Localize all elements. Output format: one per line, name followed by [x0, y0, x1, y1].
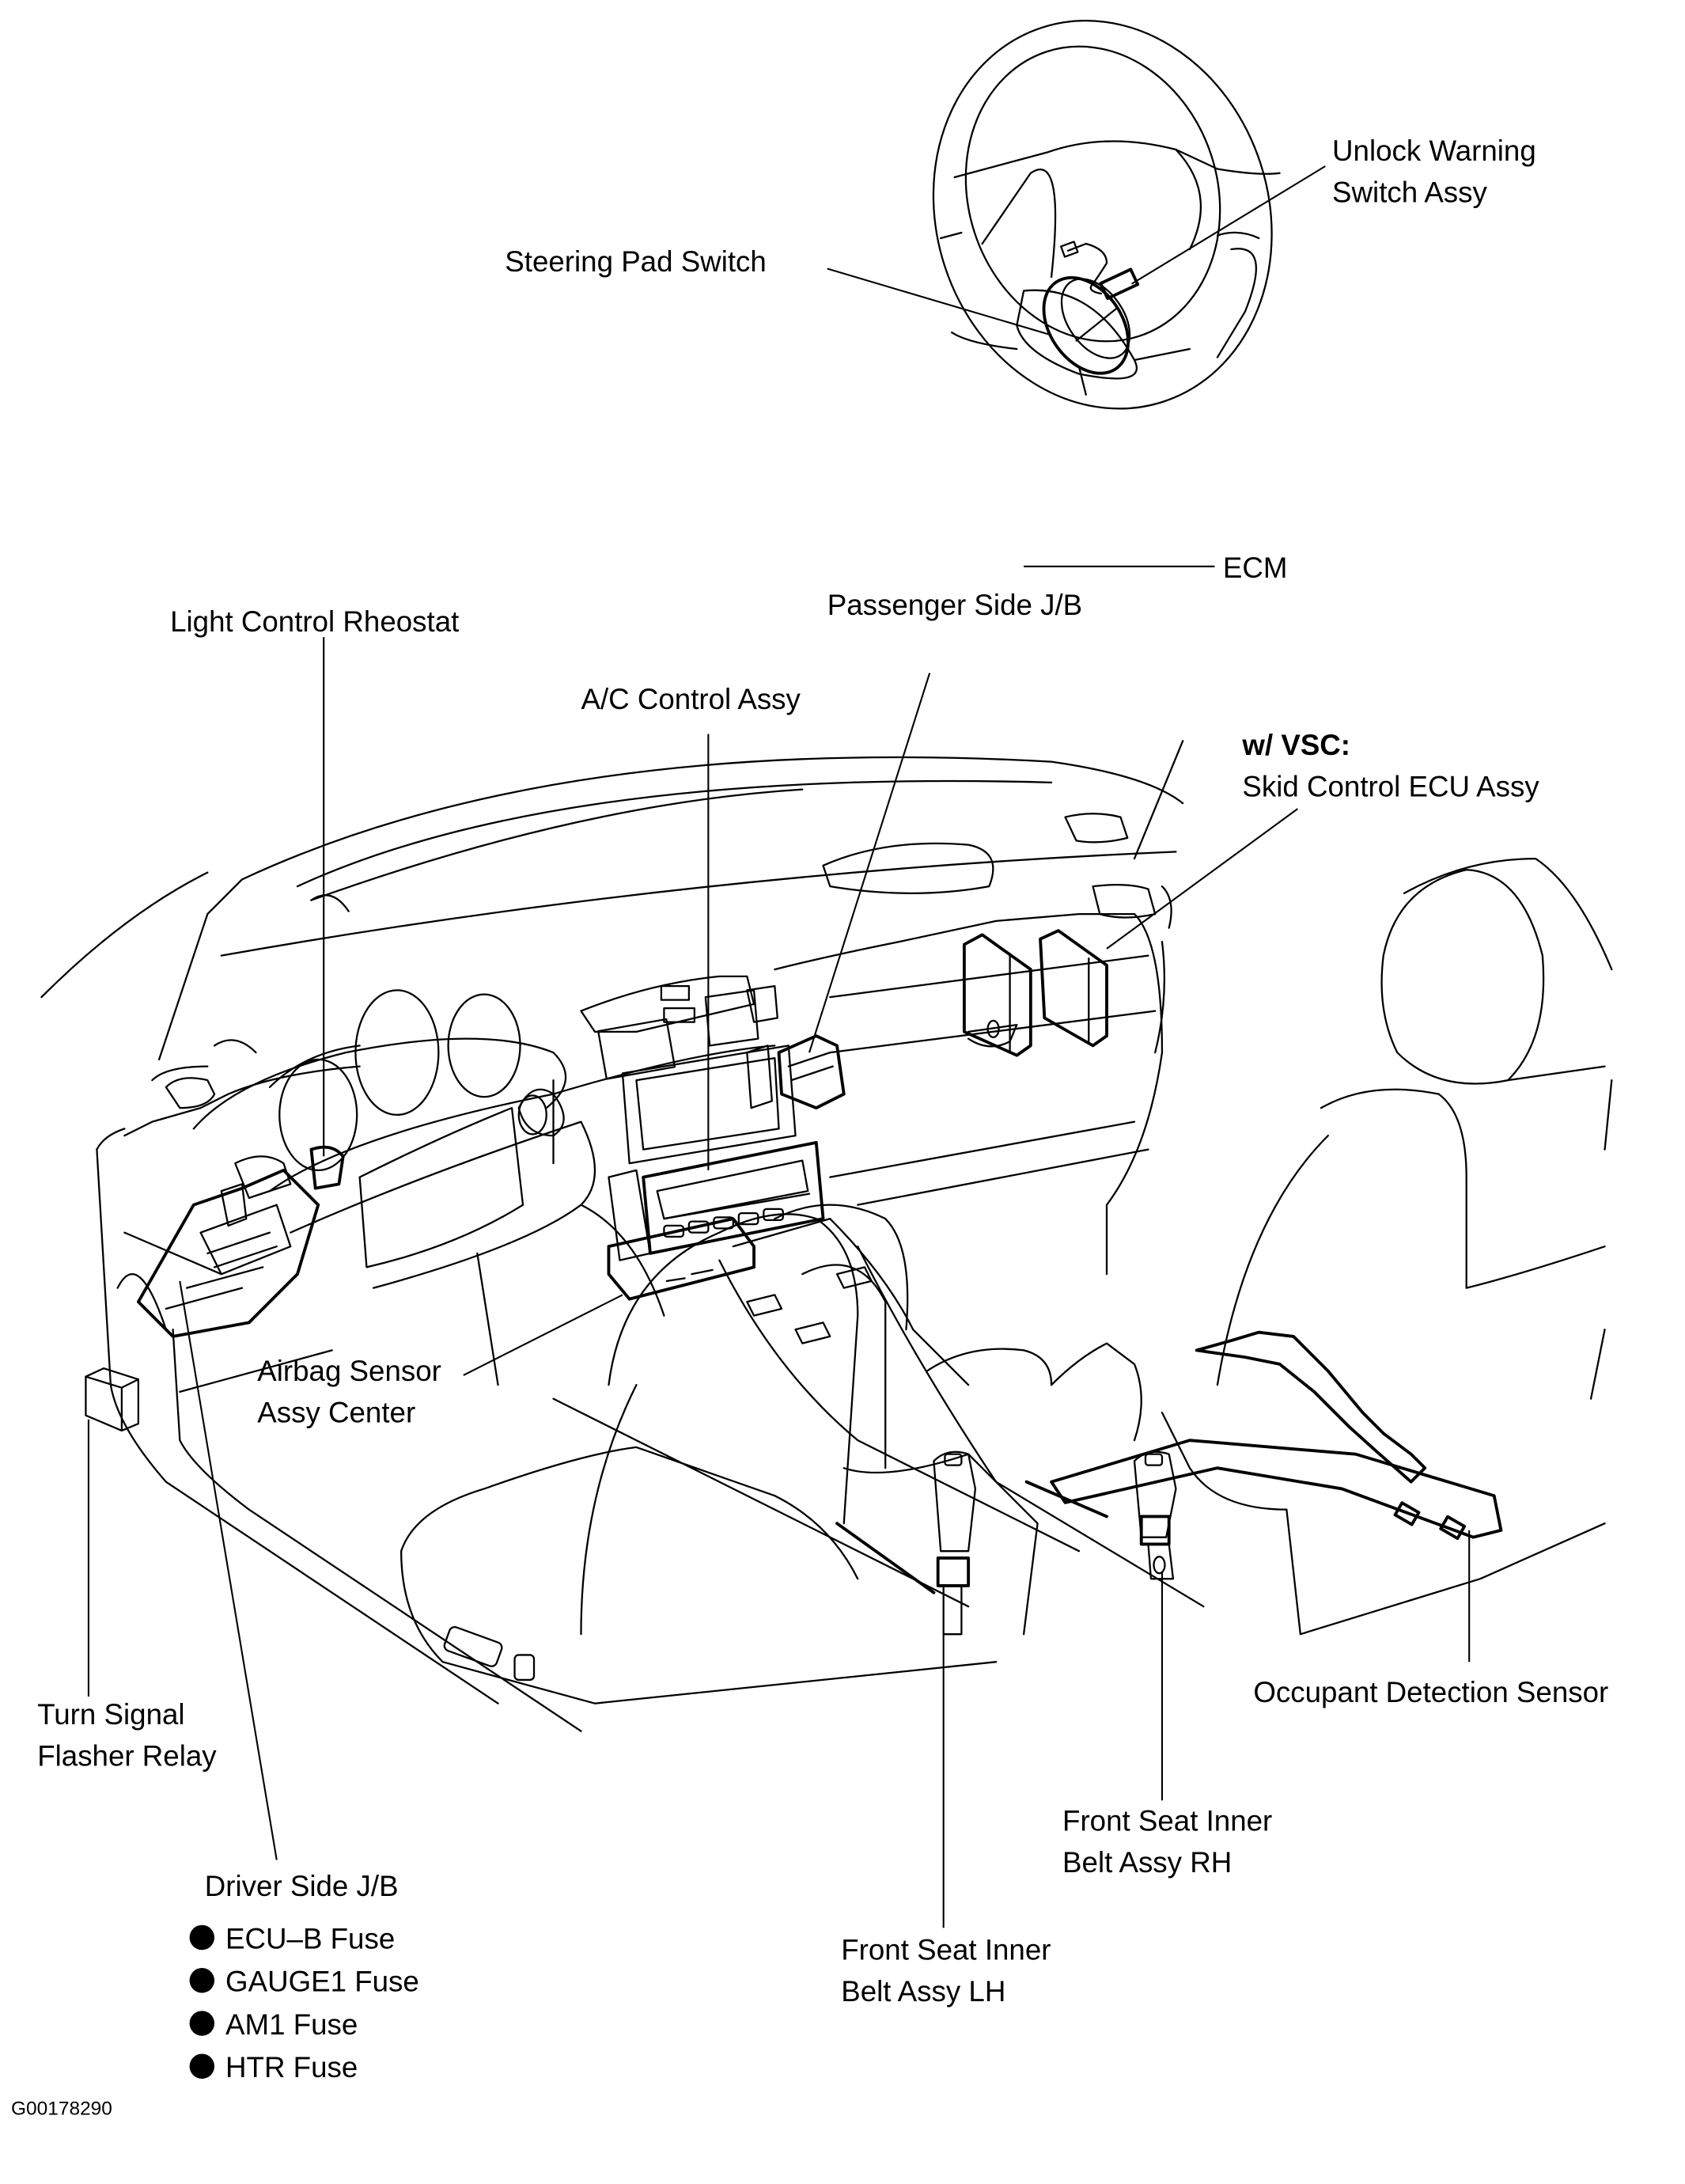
turn-signal-flasher-relay-part: [85, 1367, 140, 1432]
label-airbag-sensor-line2: Assy Center: [257, 1396, 415, 1428]
steering-wheel-illustration: [932, 20, 1281, 410]
fuse-list: ECU–B Fuse GAUGE1 Fuse AM1 Fuse HTR Fuse: [189, 1922, 419, 2084]
label-ecm: ECM: [1223, 552, 1288, 584]
leader-lines: [87, 165, 1471, 1928]
unlock-warning-switch-part: [1060, 241, 1140, 301]
filled-circle-bullet-icon: [189, 2053, 215, 2079]
fuse-item: ECU–B Fuse: [225, 1922, 395, 1955]
label-belt-rh-line2: Belt Assy RH: [1062, 1846, 1232, 1879]
label-driver-side-jb: Driver Side J/B: [205, 1870, 399, 1902]
front-seat-inner-belt-rh-part: [1024, 1450, 1177, 1580]
label-turn-signal-line1: Turn Signal: [37, 1698, 184, 1731]
vehicle-interior-illustration: [40, 740, 1613, 1732]
fuse-item: AM1 Fuse: [225, 2008, 358, 2041]
skid-control-ecu-part: [1039, 929, 1108, 1048]
filled-circle-bullet-icon: [189, 1924, 215, 1951]
label-passenger-side-jb: Passenger Side J/B: [827, 589, 1082, 621]
occupant-detection-sensor-part: [1050, 1330, 1503, 1541]
label-turn-signal-line2: Flasher Relay: [37, 1739, 217, 1772]
label-belt-lh-line1: Front Seat Inner: [841, 1933, 1051, 1966]
fuse-item: GAUGE1 Fuse: [225, 1966, 419, 1998]
filled-circle-bullet-icon: [189, 1967, 215, 1993]
front-seat-inner-belt-lh-part: [835, 1450, 977, 1636]
ecm-part: [962, 933, 1032, 1057]
label-steering-pad-switch: Steering Pad Switch: [505, 245, 767, 278]
figure-id: G00178290: [11, 2098, 112, 2119]
label-light-control-rheostat: Light Control Rheostat: [170, 605, 459, 638]
label-vsc-condition: w/ VSC:: [1241, 729, 1350, 761]
label-ac-control-assy: A/C Control Assy: [581, 683, 801, 715]
steering-pad-switch-part: [1042, 275, 1131, 375]
label-skid-control-ecu: Skid Control ECU Assy: [1242, 770, 1539, 802]
filled-circle-bullet-icon: [189, 2011, 215, 2036]
label-airbag-sensor-line1: Airbag Sensor: [257, 1355, 441, 1387]
label-occupant-detection-sensor: Occupant Detection Sensor: [1253, 1676, 1608, 1708]
label-unlock-warning-line1: Unlock Warning: [1332, 135, 1536, 167]
driver-side-jb-part: [136, 1145, 345, 1338]
label-unlock-warning-line2: Switch Assy: [1332, 176, 1487, 209]
label-belt-rh-line1: Front Seat Inner: [1062, 1805, 1272, 1837]
fuse-item: HTR Fuse: [225, 2051, 358, 2084]
label-belt-lh-line2: Belt Assy LH: [841, 1975, 1005, 2008]
passenger-side-jb-part: [746, 984, 846, 1110]
labels: Unlock Warning Switch Assy Steering Pad …: [11, 135, 1608, 2119]
